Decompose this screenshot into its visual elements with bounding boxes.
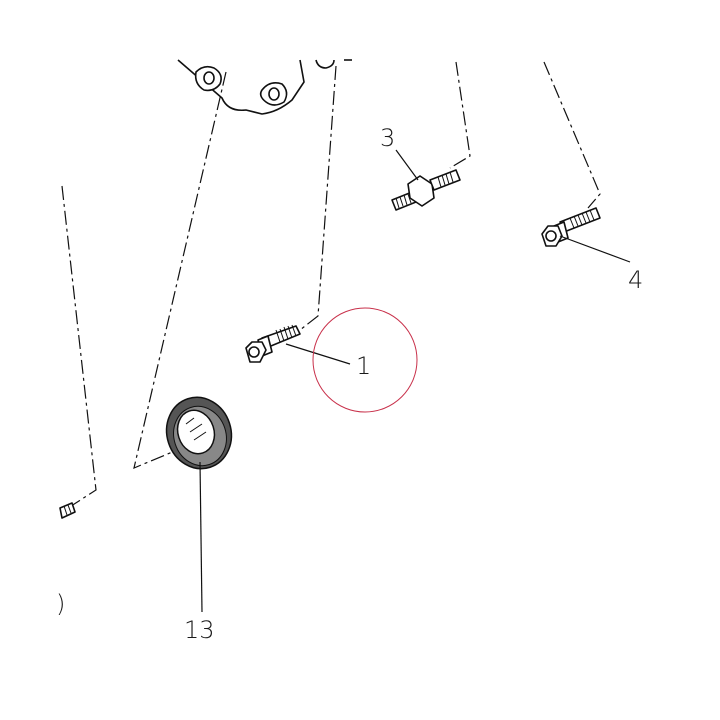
callout-1: 1 — [356, 352, 371, 380]
leader-lines — [199, 149, 631, 613]
assembly-phantom-lines — [61, 61, 601, 509]
phantom-line-left-edge — [61, 185, 97, 509]
seal-inner-bore — [176, 409, 216, 455]
part-3-stud-bolt — [391, 169, 461, 211]
clipped-callout-mark: ) — [56, 590, 65, 618]
phantom-line-stud3-to-housing — [449, 61, 471, 169]
part-4-flange-bolt — [541, 207, 601, 247]
callout-3: 3 — [380, 124, 395, 152]
part-13-oil-seal — [165, 396, 233, 470]
clipped-bolt-left — [59, 502, 76, 519]
phantom-line-bolt4-to-housing — [543, 61, 601, 209]
callout-4: 4 — [628, 266, 643, 294]
leader-13 — [199, 461, 203, 613]
highlight-circle — [312, 307, 418, 413]
leader-4 — [559, 235, 631, 263]
housing-casting — [177, 59, 352, 115]
phantom-line-seal-to-housing — [133, 71, 227, 470]
phantom-line-bolt1-to-housing — [299, 65, 337, 331]
part-1-flange-bolt — [245, 324, 301, 363]
leader-3 — [395, 149, 419, 181]
callout-13: 13 — [184, 616, 215, 644]
leader-1 — [285, 343, 351, 365]
